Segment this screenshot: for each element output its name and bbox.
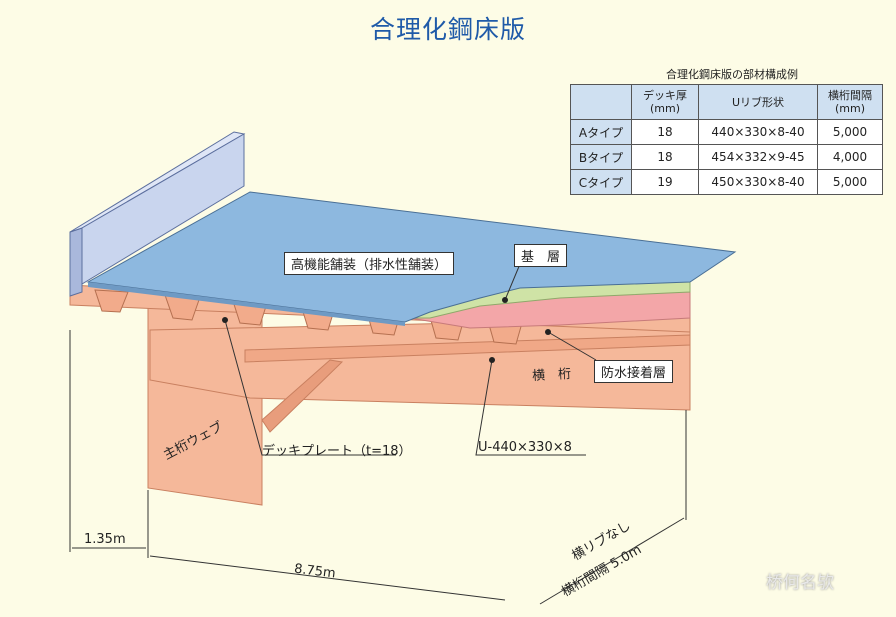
pavement-edge bbox=[88, 282, 405, 326]
header-spacing-line2: (mm) bbox=[834, 102, 865, 115]
leader-base bbox=[504, 263, 521, 301]
table-cell: 5,000 bbox=[817, 119, 883, 145]
table-header-cell: Uリブ形状 bbox=[698, 84, 818, 120]
u-rib bbox=[94, 289, 129, 313]
table-cell: 450×330×8-40 bbox=[698, 169, 818, 195]
leader-rib bbox=[475, 359, 586, 456]
table-cell: Cタイプ bbox=[570, 169, 632, 195]
parapet-side bbox=[81, 133, 245, 285]
table-header-cell: 横桁間隔(mm) bbox=[817, 84, 883, 120]
table-cell: 19 bbox=[631, 169, 699, 195]
dimension-line-spacing bbox=[539, 517, 685, 605]
table-header-cell: デッキ厚(mm) bbox=[631, 84, 699, 120]
table-row: Cタイプ 19 450×330×8-40 5,000 bbox=[570, 169, 883, 195]
leader-dot bbox=[502, 297, 508, 303]
table-cell: Aタイプ bbox=[570, 119, 632, 145]
watermark: 桥何名欤 bbox=[766, 573, 834, 593]
pavement-label: 高機能舗装（排水性舗装） bbox=[284, 252, 455, 275]
leader-waterproof bbox=[547, 331, 597, 361]
page-title: 合理化鋼床版 bbox=[369, 15, 526, 44]
header-spacing-line1: 横桁間隔 bbox=[828, 89, 872, 102]
leader-deck bbox=[224, 319, 396, 456]
deck-plate-label: デッキプレート（t=18） bbox=[262, 444, 412, 459]
dimension-left-label: 1.35m bbox=[84, 532, 126, 547]
header-deck-thickness-line1: デッキ厚 bbox=[643, 89, 687, 102]
table-cell: 18 bbox=[631, 119, 699, 145]
table-cell: 5,000 bbox=[817, 169, 883, 195]
table-cell: 4,000 bbox=[817, 144, 883, 170]
spec-table: デッキ厚(mm) Uリブ形状 横桁間隔(mm) Aタイプ 18 440×330×… bbox=[570, 84, 883, 195]
cross-girder-label: 横 桁 bbox=[531, 366, 572, 385]
leader-dot bbox=[489, 357, 495, 363]
parapet-front bbox=[69, 227, 83, 297]
u-rib-label: U-440×330×8 bbox=[478, 440, 572, 455]
table-caption: 合理化鋼床版の部材構成例 bbox=[666, 68, 798, 81]
waterproof-label: 防水接着層 bbox=[594, 360, 674, 383]
table-cell: 18 bbox=[631, 144, 699, 170]
leader-lines bbox=[224, 263, 597, 456]
cross-girder-flange bbox=[244, 334, 691, 363]
leader-dot bbox=[545, 329, 551, 335]
table-header-row: デッキ厚(mm) Uリブ形状 横桁間隔(mm) bbox=[570, 84, 883, 120]
bracing bbox=[261, 359, 344, 433]
table-row: Bタイプ 18 454×332×9-45 4,000 bbox=[570, 144, 883, 170]
table-header-cell bbox=[570, 84, 632, 120]
base-layer-label: 基 層 bbox=[514, 244, 568, 267]
table-cell: 454×332×9-45 bbox=[698, 144, 818, 170]
table-row: Aタイプ 18 440×330×8-40 5,000 bbox=[570, 119, 883, 145]
header-deck-thickness-line2: (mm) bbox=[649, 102, 680, 115]
leader-dot bbox=[222, 317, 228, 323]
dimension-line-main bbox=[149, 555, 506, 601]
dimension-lines bbox=[69, 330, 687, 605]
table-cell: Bタイプ bbox=[570, 144, 632, 170]
